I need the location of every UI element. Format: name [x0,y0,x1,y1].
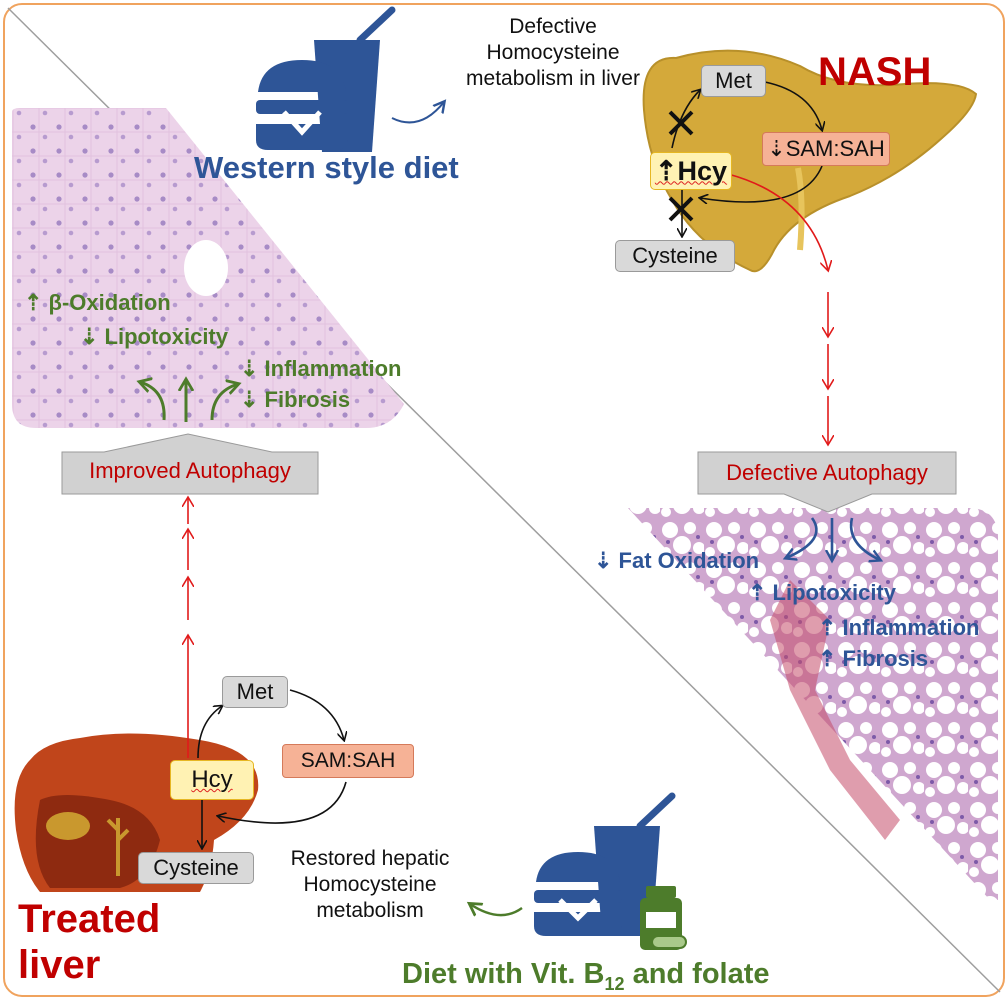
treated-cysteine-box: Cysteine [138,852,254,884]
nash-outcome-fibrosis: ⇡ Fibrosis [818,646,929,671]
western-effect-line-3: metabolism in liver [466,67,640,90]
western-effect-line-1: Defective [509,15,597,38]
nash-title: NASH [818,50,932,94]
defective-autophagy-label: Defective Autophagy [726,460,928,485]
nash-outcome-lipotoxicity: ⇡ Lipotoxicity [748,580,896,605]
nash-hcy-to-met-arrow [671,90,700,149]
treatment-effect-arrow [470,904,523,915]
defective-autophagy-shape [697,451,957,513]
treated-met-to-ratio-arrow [289,689,344,740]
improved-autophagy-shape [61,433,319,495]
nash-hcy-box: ⇡Hcy [650,152,732,190]
treated-outcome-inflammation: ⇣ Inflammation [240,356,402,381]
treated-outcome-arrow [210,384,238,421]
treated-outcome-fibrosis: ⇣ Fibrosis [240,387,351,412]
central-vein [184,240,228,296]
treated-hcy-box: Hcy [170,760,254,800]
treated-liver-title-line-2: liver [18,943,101,987]
nash-met-box: Met [701,65,766,97]
nash-sam-sah-box: ⇣SAM:SAH [762,132,890,166]
treatment-diet-label: Diet with Vit. B12 and folate [402,958,770,995]
treated-outcome-beta-oxidation: ⇡ β-Oxidation [24,290,171,315]
treated-outcome-arrow [140,382,166,421]
treatment-effect-line-3: metabolism [316,899,424,922]
treatment-diet-effect: Restored hepatic Homocysteine metabolism [262,846,478,924]
nash-red-arrow [727,173,828,270]
nash-cysteine-box: Cysteine [615,240,735,272]
western-diet-icon [256,6,396,152]
nash-hcy-text: ⇡Hcy [654,155,728,186]
block-mark-icon [668,196,694,222]
nash-outcome-arrow [849,517,880,560]
nash-outcome-fat-oxidation: ⇣ Fat Oxidation [594,548,760,573]
treated-liver-title-line-1: Treated [18,897,161,941]
western-effect-line-2: Homocysteine [486,41,620,64]
block-mark-icon [668,110,694,136]
treatment-effect-line-2: Homocysteine [303,873,437,896]
nash-outcome-inflammation: ⇡ Inflammation [818,615,980,640]
treated-bile-duct [106,818,130,876]
western-diet-effect: Defective Homocysteine metabolism in liv… [440,14,666,92]
treated-hcy-text: Hcy [191,766,233,793]
treated-sam-sah-box: SAM:SAH [282,744,414,778]
treated-gallbladder [46,812,90,840]
improved-autophagy-label: Improved Autophagy [89,458,291,483]
nash-met-to-ratio-arrow [764,81,822,130]
blood-vessel-region [770,580,900,840]
western-effect-arrow [391,102,444,124]
treatment-effect-line-1: Restored hepatic [290,847,450,870]
western-diet-label: Western style diet [194,150,459,185]
treated-met-box: Met [222,676,288,708]
treatment-diet-label-main: Diet with Vit. B [402,958,605,990]
nash-outcome-arrow [786,517,818,558]
treated-ratio-to-hcy-arrow [218,781,347,824]
supplement-bottle-icon [640,886,687,950]
treated-hcy-to-met-arrow [197,706,222,759]
treated-outcome-lipotoxicity: ⇣ Lipotoxicity [80,324,228,349]
treatment-diet-label-end: and folate [624,958,770,990]
treated-liver-title: Treated liver [18,896,160,988]
nash-gallbladder-duct [795,167,805,251]
treatment-diet-label-sub: 12 [604,973,625,994]
